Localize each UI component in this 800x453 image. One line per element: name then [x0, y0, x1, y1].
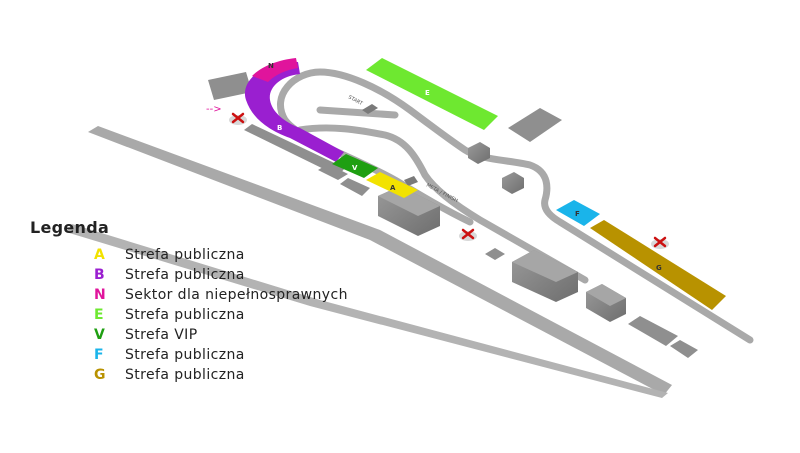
legend-letter: N — [94, 287, 106, 303]
sector-G — [590, 220, 726, 310]
legend-label: Strefa publiczna — [125, 347, 245, 363]
legend-label: Strefa publiczna — [125, 267, 245, 283]
entrance-arrow: --> — [206, 104, 222, 115]
sector-A-label: A — [390, 184, 396, 192]
sector-F — [556, 200, 600, 226]
legend-letter: V — [94, 327, 105, 343]
start-gate — [362, 104, 378, 114]
sector-N — [244, 62, 300, 100]
medical-cross-icon — [651, 236, 669, 249]
legend-label: Strefa publiczna — [125, 307, 245, 323]
sector-V-label: V — [352, 164, 358, 172]
medical-cross-icon — [229, 112, 247, 125]
building-small-2 — [502, 172, 524, 194]
finish-gate — [404, 176, 418, 186]
main-road — [66, 126, 672, 398]
legend-title: Legenda — [30, 218, 110, 237]
lot-south-2 — [628, 316, 678, 346]
building-small-1 — [468, 142, 490, 164]
legend-letter: A — [94, 247, 105, 263]
legend-letter: B — [94, 267, 105, 283]
start-label: START — [347, 94, 364, 107]
legend-item: G Strefa publiczna — [30, 367, 244, 387]
legend-label: Strefa publiczna — [125, 367, 245, 383]
lot-strip-1 — [244, 124, 345, 176]
race-track — [277, 68, 754, 344]
legend-item: A Strefa publiczna — [30, 247, 244, 267]
legend-item: E Strefa publiczna — [30, 307, 244, 327]
legend-letter: E — [94, 307, 104, 323]
lot-strip-2 — [318, 164, 348, 180]
sectors: N B V A E F G — [244, 58, 726, 310]
lot-south-1 — [485, 248, 505, 260]
sector-N-top — [252, 58, 298, 82]
lot-south-3 — [670, 340, 698, 358]
sector-E-label: E — [425, 89, 430, 97]
lot-strip-3 — [340, 178, 370, 196]
sector-V — [332, 154, 378, 178]
sector-B-label: B — [277, 124, 282, 132]
sector-G-label: G — [656, 264, 662, 272]
legend-letter: F — [94, 347, 104, 363]
lot-west — [208, 72, 252, 100]
medical-cross-icon — [459, 228, 477, 241]
legend-letter: G — [94, 367, 106, 383]
buildings — [362, 104, 626, 322]
ground-lots — [208, 72, 698, 358]
sector-N-label: N — [268, 62, 274, 70]
sector-F-label: F — [575, 210, 580, 218]
legend-item: V Strefa VIP — [30, 327, 197, 347]
medical-points — [229, 112, 669, 249]
legend-label: Strefa VIP — [125, 327, 198, 343]
legend-label: Strefa publiczna — [125, 247, 245, 263]
legend-item: N Sektor dla niepełnosprawnych — [30, 287, 347, 307]
lot-east — [508, 108, 562, 142]
legend-item: B Strefa publiczna — [30, 267, 244, 287]
sector-B — [246, 100, 344, 162]
legend-label: Sektor dla niepełnosprawnych — [125, 287, 348, 303]
sector-A — [366, 172, 418, 198]
legend-item: F Strefa publiczna — [30, 347, 244, 367]
sector-E — [366, 58, 498, 130]
